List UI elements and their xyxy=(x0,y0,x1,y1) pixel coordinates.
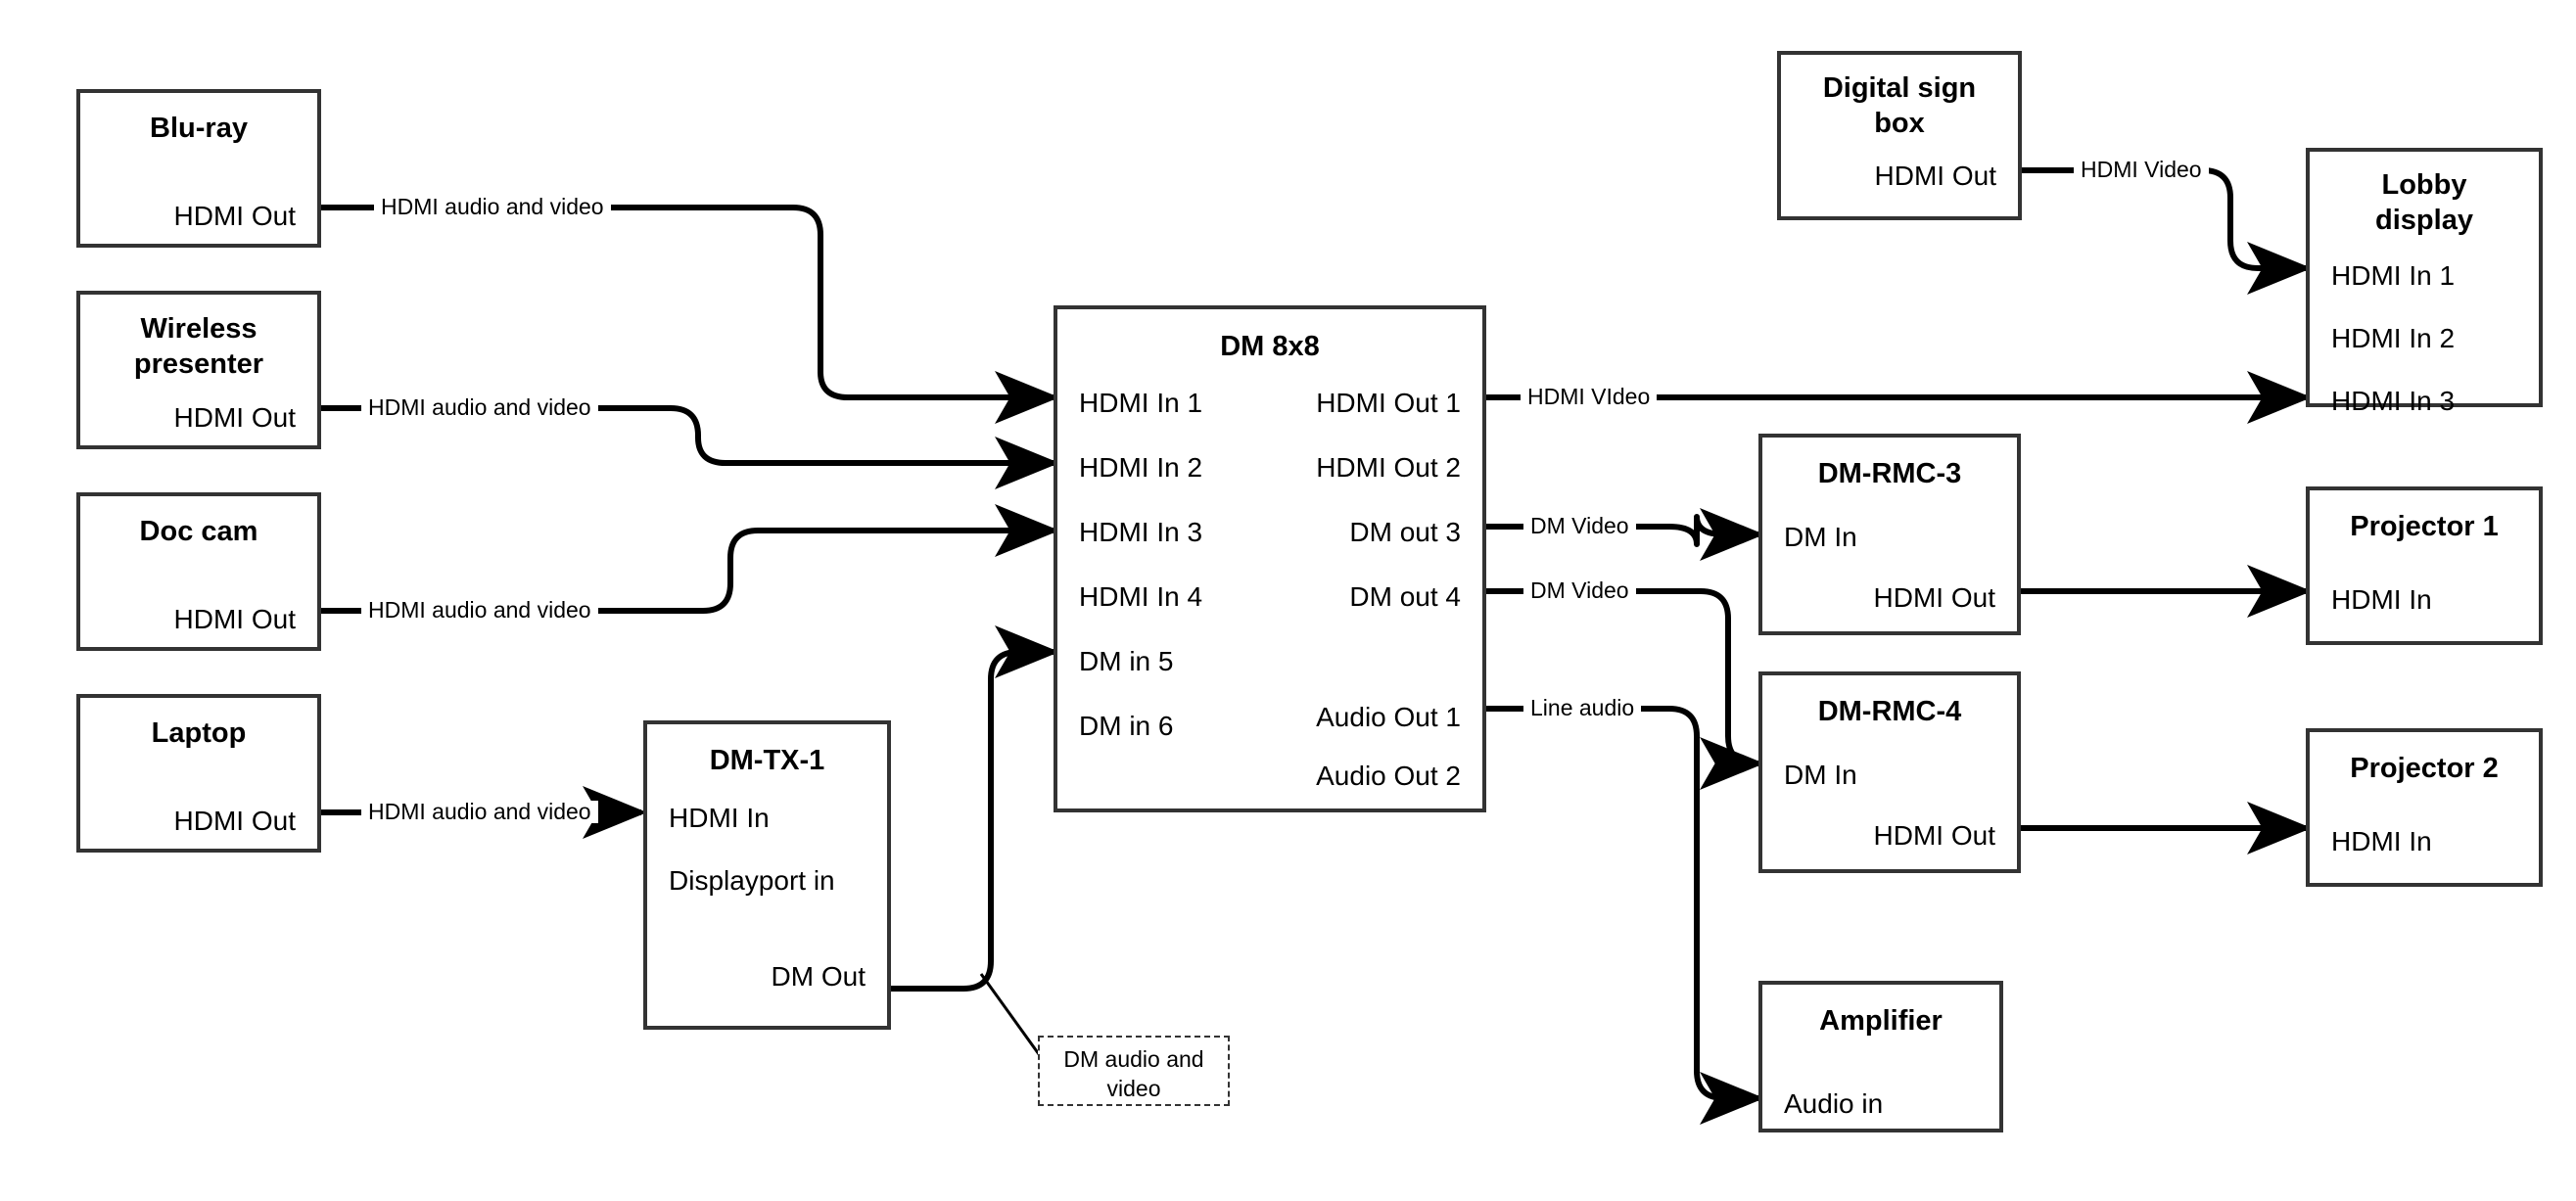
node-wireless-presenter[interactable]: Wireless presenter HDMI Out xyxy=(76,291,321,449)
wire-dmtx1-to-dm8x8 xyxy=(891,625,1059,992)
port-dm-tx-1-hdmi-in[interactable]: HDMI In xyxy=(669,803,770,833)
node-title-dm-8x8: DM 8x8 xyxy=(1220,331,1320,362)
port-dm-tx-1-dm-out[interactable]: DM Out xyxy=(771,961,866,992)
node-title-lobby-display: Lobby display xyxy=(2375,169,2473,236)
port-dm-rmc-4-dm-in[interactable]: DM In xyxy=(1784,760,1857,790)
callout-leader-line xyxy=(979,973,1041,1055)
port-dm-8x8-hdmi-in-2[interactable]: HDMI In 2 xyxy=(1079,452,1203,483)
wire-label-dm8x8-out3-to-rmc3: DM Video xyxy=(1523,515,1636,537)
node-title-projector-1: Projector 1 xyxy=(2350,511,2499,542)
port-laptop-hdmi-out[interactable]: HDMI Out xyxy=(173,806,296,836)
node-doc-cam[interactable]: Doc cam HDMI Out xyxy=(76,492,321,651)
port-blu-ray-hdmi-out[interactable]: HDMI Out xyxy=(173,201,296,231)
node-blu-ray[interactable]: Blu-ray HDMI Out xyxy=(76,89,321,248)
port-dm-8x8-hdmi-out-2[interactable]: HDMI Out 2 xyxy=(1316,452,1461,483)
node-amplifier[interactable]: Amplifier Audio in xyxy=(1758,981,2003,1132)
port-wireless-presenter-hdmi-out[interactable]: HDMI Out xyxy=(173,402,296,433)
port-dm-8x8-hdmi-in-1[interactable]: HDMI In 1 xyxy=(1079,388,1203,418)
wire-label-doccam-to-dm8x8: HDMI audio and video xyxy=(361,599,598,622)
wire-dm8x8-out4-to-rmc4 xyxy=(1486,588,1764,790)
wire-label-dm8x8-out1-to-lobby: HDMI VIdeo xyxy=(1521,386,1658,408)
node-projector-1[interactable]: Projector 1 HDMI In xyxy=(2306,486,2543,645)
wire-label-bluray-to-dm8x8: HDMI audio and video xyxy=(374,196,611,218)
port-dm-tx-1-displayport-in[interactable]: Displayport in xyxy=(669,865,835,896)
port-dm-8x8-hdmi-out-1[interactable]: HDMI Out 1 xyxy=(1316,388,1461,418)
node-lobby-display[interactable]: Lobby display HDMI In 1 HDMI In 2 HDMI I… xyxy=(2306,148,2543,415)
port-dm-8x8-audio-out-1[interactable]: Audio Out 1 xyxy=(1316,702,1461,732)
port-dm-8x8-audio-out-2[interactable]: Audio Out 2 xyxy=(1316,761,1461,791)
port-dm-rmc-3-dm-in[interactable]: DM In xyxy=(1784,522,1857,552)
node-title-doc-cam: Doc cam xyxy=(139,516,258,547)
node-title-laptop: Laptop xyxy=(151,717,247,749)
callout-dm-audio-and-video: DM audio and video xyxy=(1038,1036,1230,1106)
port-dm-8x8-dm-in-5[interactable]: DM in 5 xyxy=(1079,646,1174,676)
port-lobby-display-hdmi-in-1[interactable]: HDMI In 1 xyxy=(2331,260,2456,291)
wire-bluray-to-dm8x8 xyxy=(320,205,1059,424)
port-projector-1-hdmi-in[interactable]: HDMI In xyxy=(2331,584,2432,615)
node-title-amplifier: Amplifier xyxy=(1819,1005,1943,1037)
node-title-blu-ray: Blu-ray xyxy=(150,113,248,144)
wire-label-wireless-to-dm8x8: HDMI audio and video xyxy=(361,396,598,419)
node-dm-rmc-4[interactable]: DM-RMC-4 DM In HDMI Out xyxy=(1758,671,2021,873)
node-dm-8x8[interactable]: DM 8x8 HDMI In 1 HDMI In 2 HDMI In 3 HDM… xyxy=(1054,305,1486,812)
port-dm-rmc-3-hdmi-out[interactable]: HDMI Out xyxy=(1873,582,1995,613)
wire-label-sign-to-lobby: HDMI Video xyxy=(2074,159,2209,181)
node-dm-tx-1[interactable]: DM-TX-1 HDMI In Displayport in DM Out xyxy=(643,720,891,1030)
port-projector-2-hdmi-in[interactable]: HDMI In xyxy=(2331,826,2432,856)
port-dm-rmc-4-hdmi-out[interactable]: HDMI Out xyxy=(1873,820,1995,851)
port-dm-8x8-hdmi-in-3[interactable]: HDMI In 3 xyxy=(1079,517,1203,547)
node-title-dm-rmc-3: DM-RMC-3 xyxy=(1817,458,1962,489)
port-dm-8x8-dm-out-3[interactable]: DM out 3 xyxy=(1349,517,1461,547)
node-title-projector-2: Projector 2 xyxy=(2350,753,2499,784)
port-digital-sign-box-hdmi-out[interactable]: HDMI Out xyxy=(1874,161,1996,191)
wire-label-laptop-to-dmtx1: HDMI audio and video xyxy=(361,801,598,823)
node-title-digital-sign-box: Digital sign box xyxy=(1822,72,1977,139)
wire-label-dm8x8-out4-to-rmc4: DM Video xyxy=(1523,579,1636,602)
port-amplifier-audio-in[interactable]: Audio in xyxy=(1784,1088,1884,1119)
port-doc-cam-hdmi-out[interactable]: HDMI Out xyxy=(173,604,296,634)
node-dm-rmc-3[interactable]: DM-RMC-3 DM In HDMI Out xyxy=(1758,434,2021,635)
node-projector-2[interactable]: Projector 2 HDMI In xyxy=(2306,728,2543,887)
wire-dm8x8-audio1-to-amplifier xyxy=(1486,706,1764,1125)
port-dm-8x8-dm-out-4[interactable]: DM out 4 xyxy=(1349,581,1461,612)
node-laptop[interactable]: Laptop HDMI Out xyxy=(76,694,321,853)
port-lobby-display-hdmi-in-3[interactable]: HDMI In 3 xyxy=(2331,386,2456,416)
node-title-wireless-presenter: Wireless presenter xyxy=(133,313,264,380)
node-title-dm-tx-1: DM-TX-1 xyxy=(709,745,825,776)
wire-label-dm8x8-audio1-to-amplifier: Line audio xyxy=(1523,697,1642,719)
port-lobby-display-hdmi-in-2[interactable]: HDMI In 2 xyxy=(2331,323,2456,353)
node-digital-sign-box[interactable]: Digital sign box HDMI Out xyxy=(1777,51,2022,220)
port-dm-8x8-hdmi-in-4[interactable]: HDMI In 4 xyxy=(1079,581,1203,612)
node-title-dm-rmc-4: DM-RMC-4 xyxy=(1817,696,1962,727)
port-dm-8x8-dm-in-6[interactable]: DM in 6 xyxy=(1079,711,1174,741)
